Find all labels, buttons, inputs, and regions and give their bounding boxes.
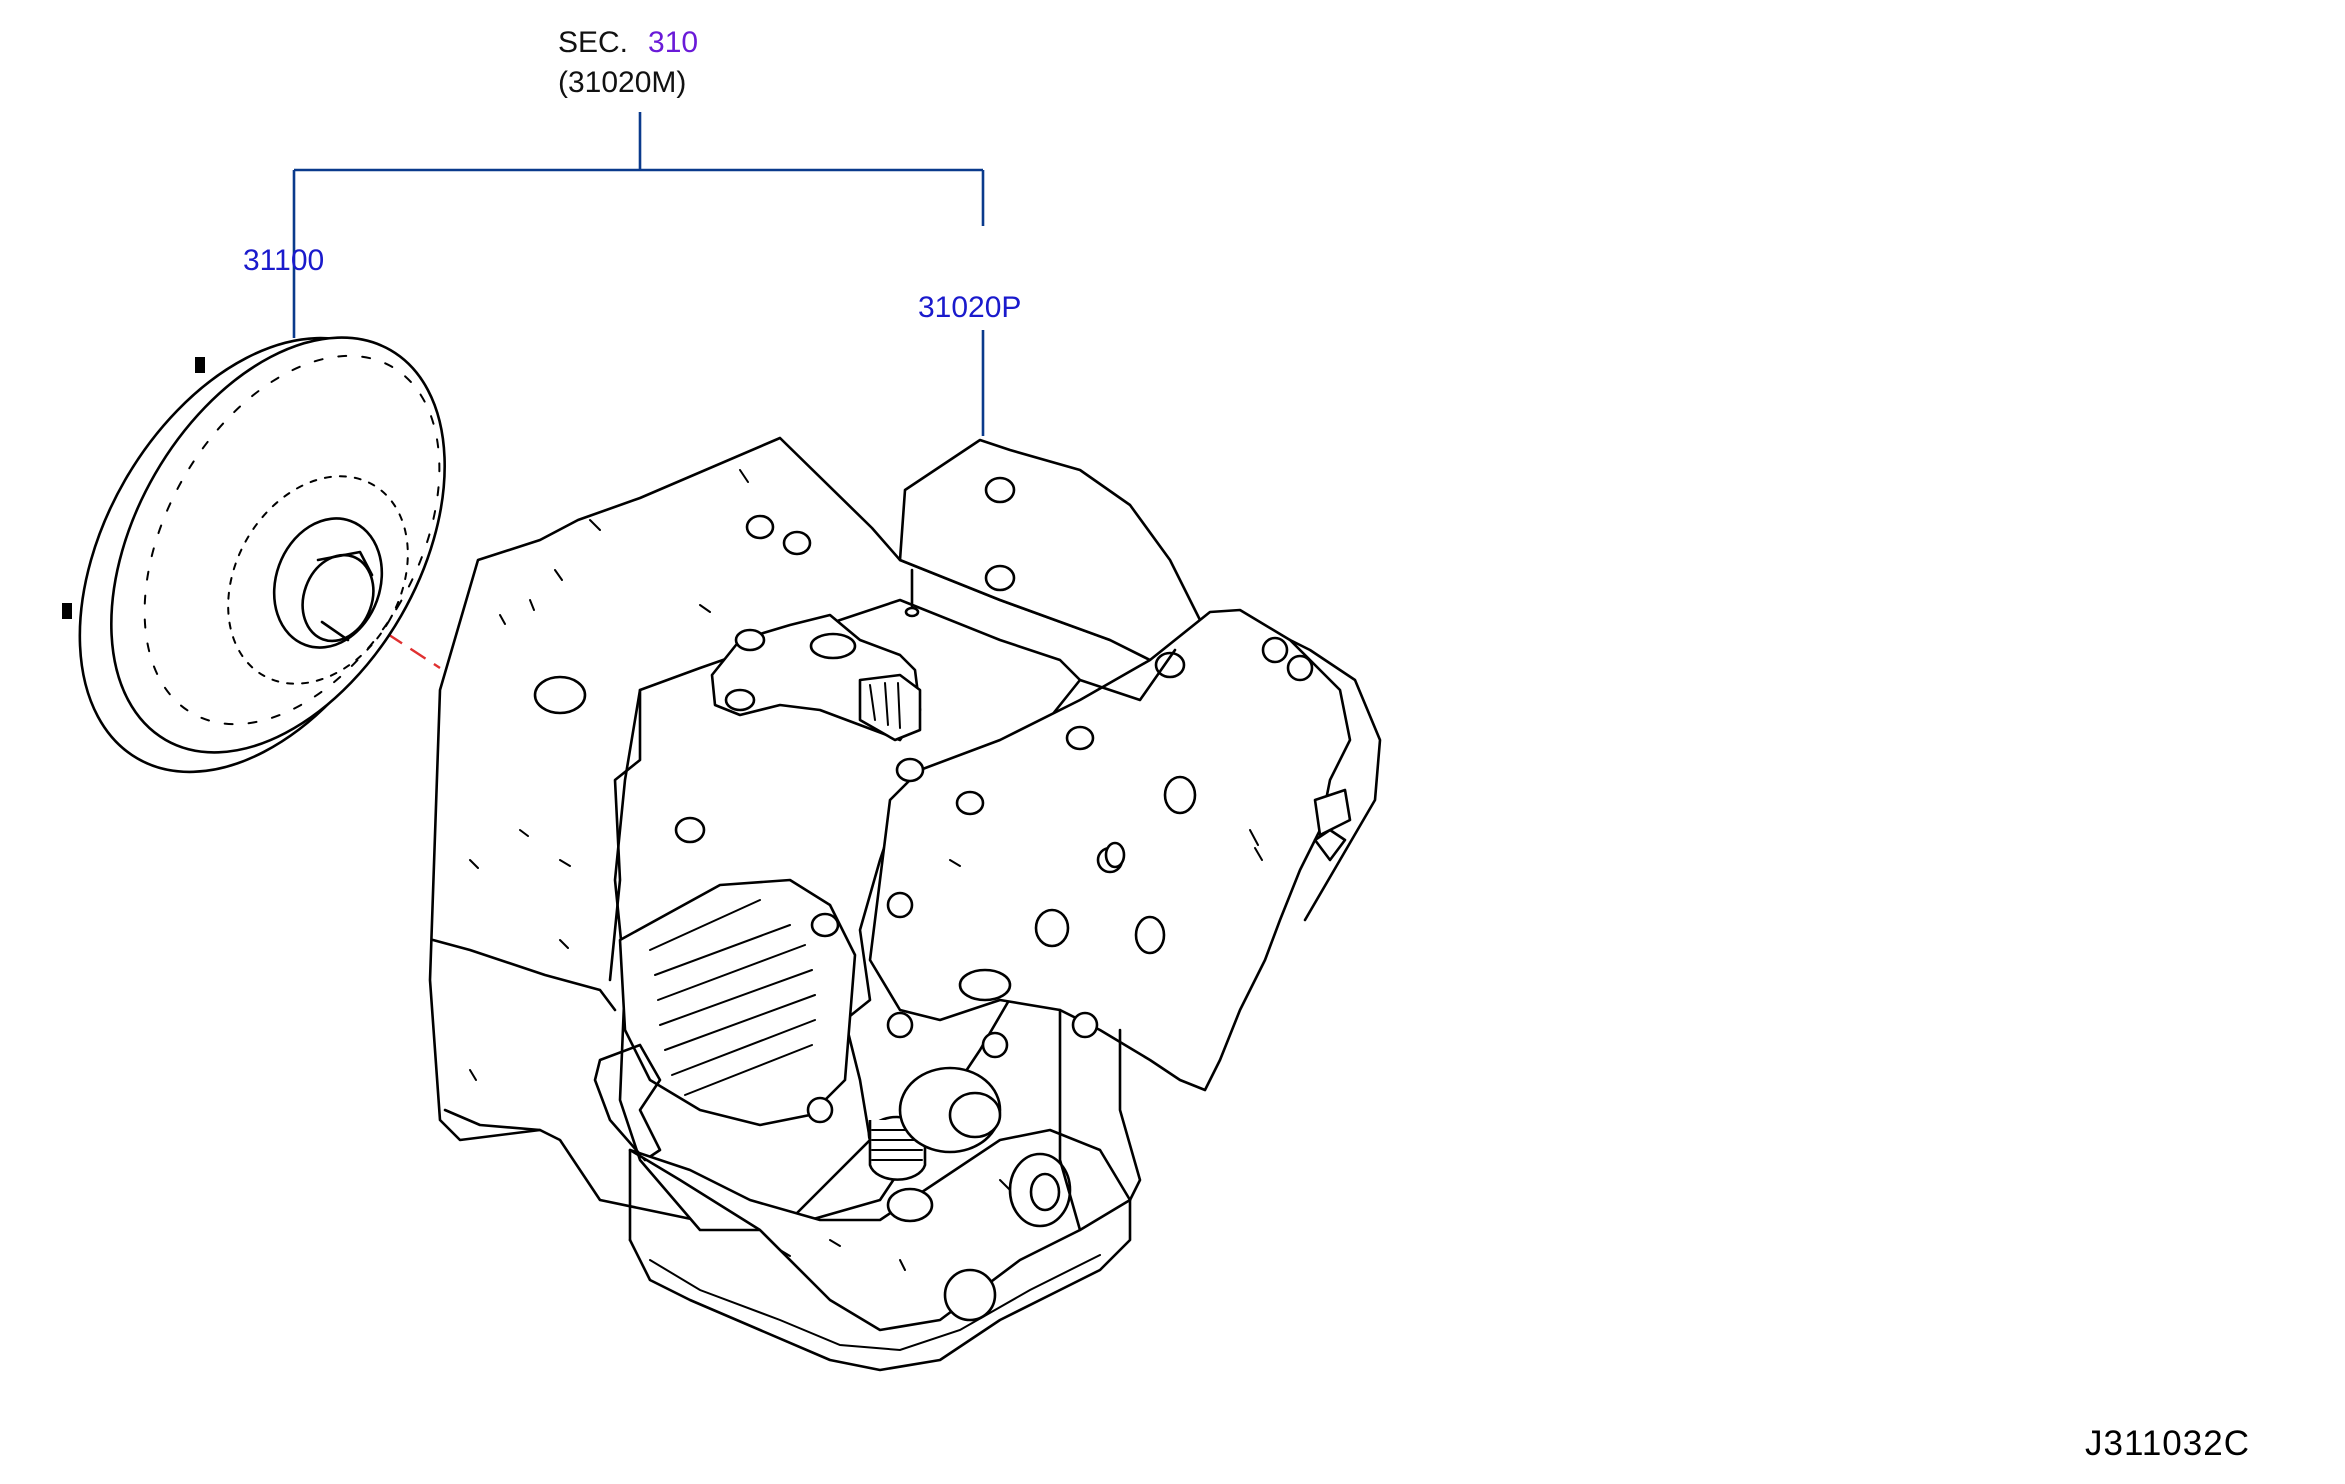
section-reference: SEC. 310 <box>558 26 698 60</box>
leader-lines <box>292 112 985 436</box>
assembly-code: (31020M) <box>558 66 687 99</box>
sec-number-link[interactable]: 310 <box>648 26 699 59</box>
torque-converter-drawing <box>62 336 446 774</box>
part-number-torque-converter[interactable]: 31100 <box>243 244 325 277</box>
transmission-drawing <box>428 436 1382 1372</box>
figure-id: J311032C <box>2085 1424 2250 1463</box>
leader-bracket <box>292 112 985 436</box>
part-number-transmission[interactable]: 31020P <box>918 291 1022 324</box>
sec-prefix: SEC. <box>558 26 629 59</box>
